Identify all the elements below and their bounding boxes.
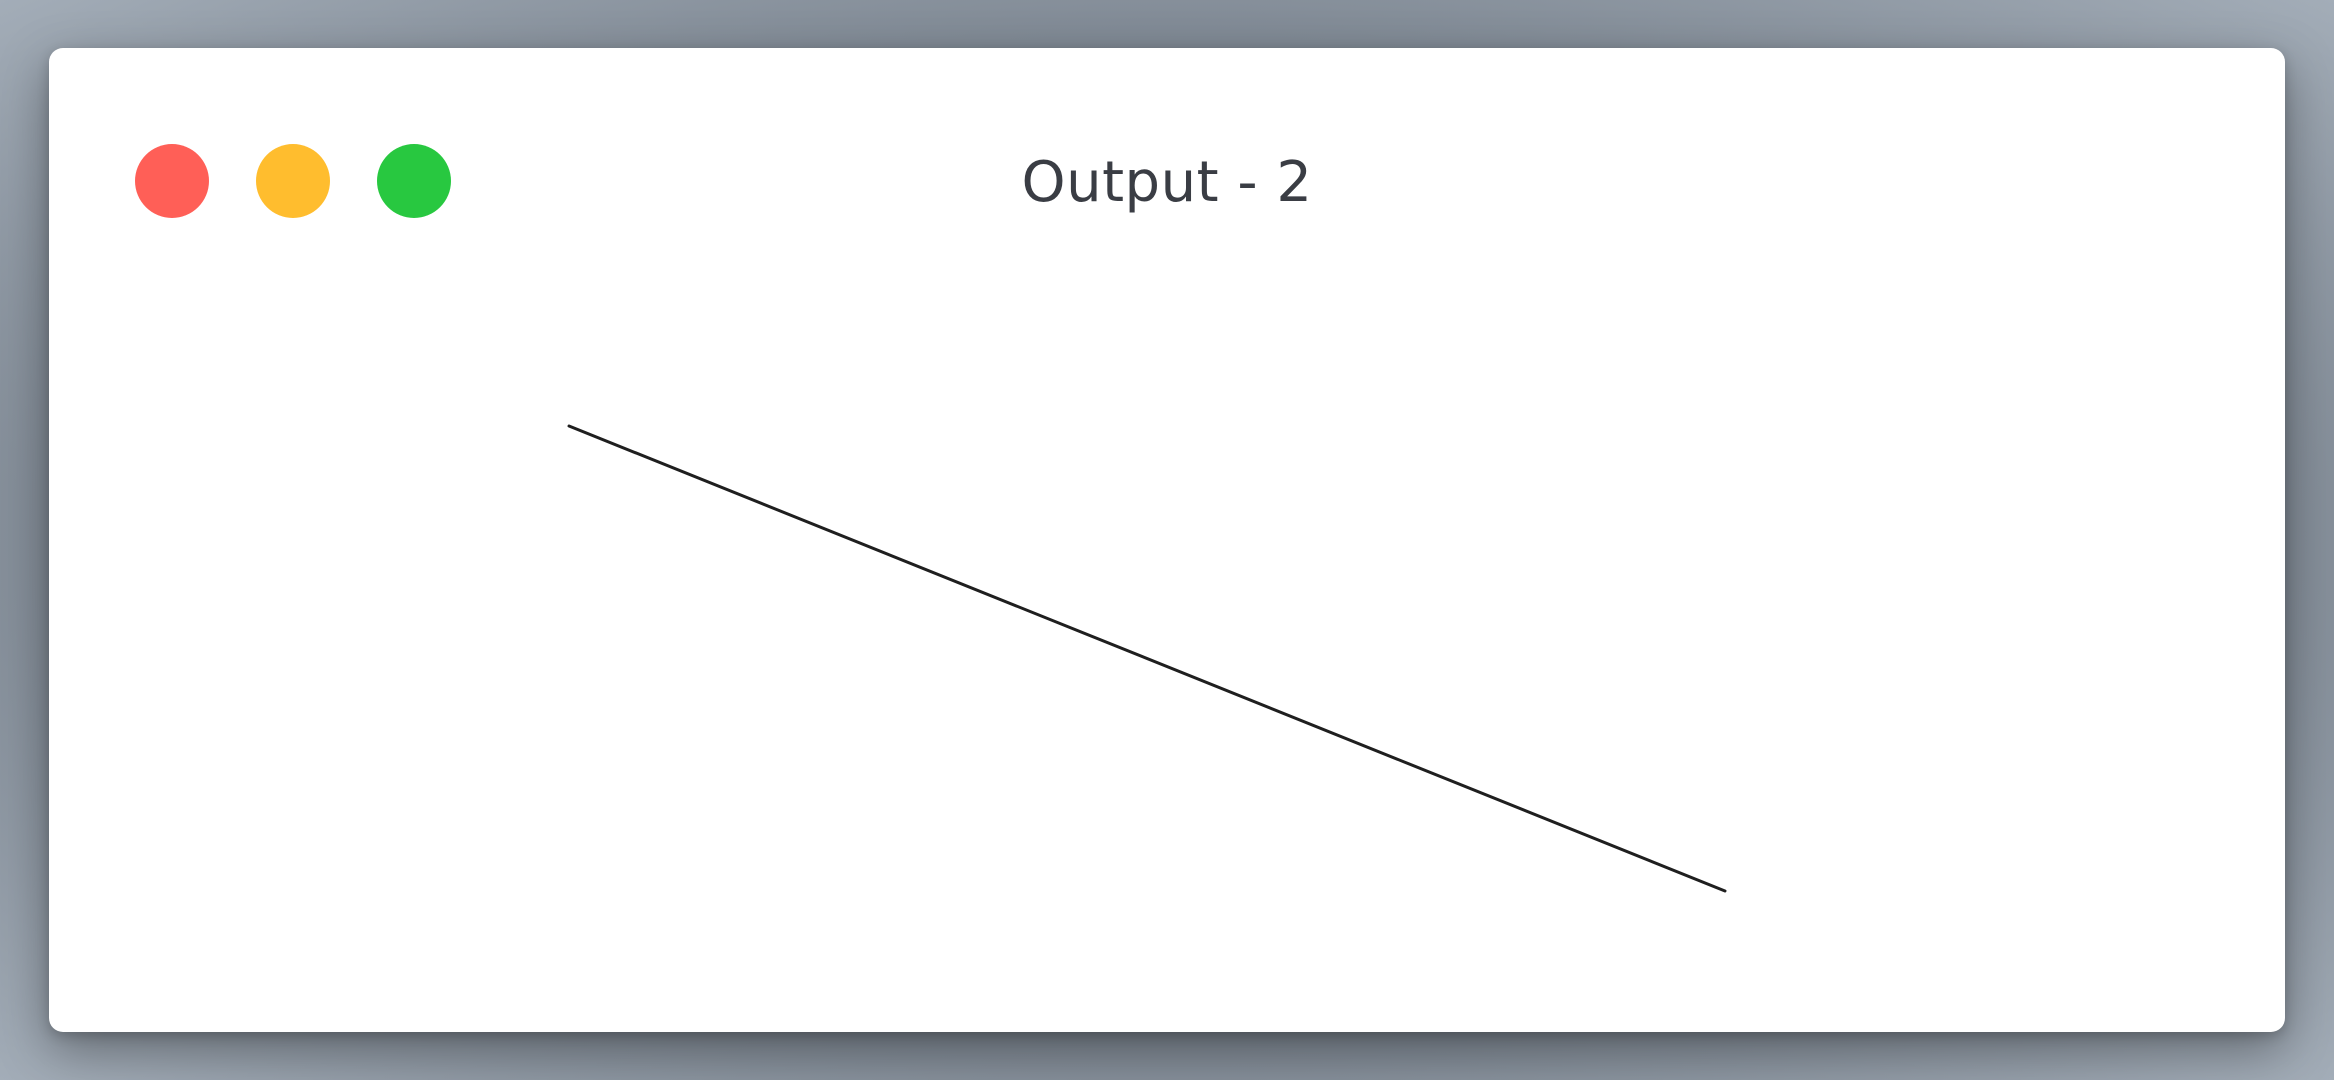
output-window: Output - 2: [49, 48, 2285, 1032]
drawn-line: [567, 424, 1727, 893]
maximize-button[interactable]: [377, 144, 451, 218]
close-button[interactable]: [135, 144, 209, 218]
output-canvas-area: [49, 48, 2285, 1032]
window-title: Output - 2: [1021, 150, 1313, 215]
minimize-button[interactable]: [256, 144, 330, 218]
output-canvas: [567, 424, 1727, 893]
window-titlebar[interactable]: Output - 2: [49, 48, 2285, 233]
